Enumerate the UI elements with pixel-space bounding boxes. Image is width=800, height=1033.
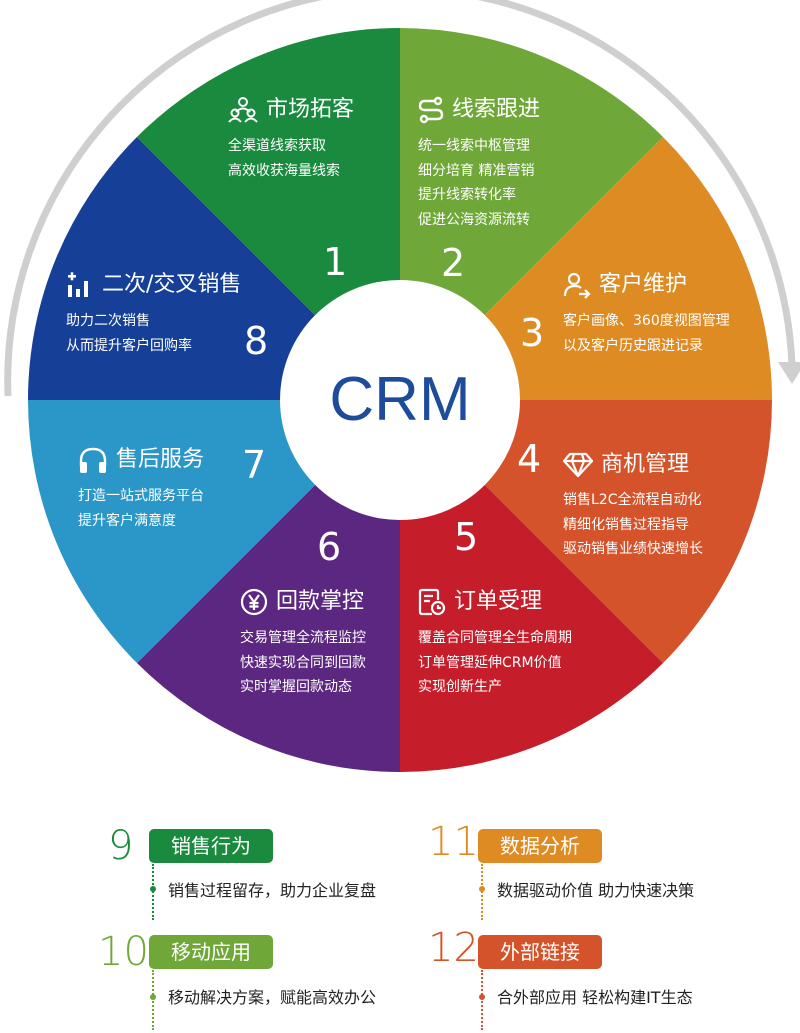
feature-11-bullet bbox=[479, 886, 485, 892]
segment-2-number: 2 bbox=[441, 241, 466, 285]
segment-4-title: 商机管理 bbox=[601, 452, 690, 477]
segment-1-number: 1 bbox=[323, 240, 348, 284]
segment-5-line: 覆盖合同管理全生命周期 bbox=[418, 630, 572, 646]
segment-8-line: 从而提升客户回购率 bbox=[66, 337, 192, 354]
segment-1-line: 高效收获海量线索 bbox=[228, 162, 340, 179]
feature-12-number: 12 bbox=[428, 925, 479, 971]
segment-8-line: 助力二次销售 bbox=[66, 313, 150, 329]
feature-11-number: 11 bbox=[428, 819, 479, 865]
segment-2-line: 提升线索转化率 bbox=[418, 187, 516, 203]
segment-5: 订单受理 覆盖合同管理全生命周期 订单管理延伸CRM价值 实现创新生产 bbox=[418, 588, 572, 700]
segment-3-number: 3 bbox=[520, 311, 545, 355]
feature-10-bullet bbox=[150, 994, 156, 1000]
feature-11-connector bbox=[481, 864, 483, 920]
segment-6-number: 6 bbox=[317, 525, 342, 569]
people-group-icon bbox=[228, 97, 258, 123]
segment-2-line: 统一线索中枢管理 bbox=[418, 138, 530, 154]
cycle-arrow bbox=[4, 0, 796, 397]
segment-4-line: 销售L2C全流程自动化 bbox=[563, 492, 702, 508]
feature-11-desc: 数据驱动价值 助力快速决策 bbox=[497, 881, 695, 900]
feature-10-desc: 移动解决方案，赋能高效办公 bbox=[168, 988, 377, 1007]
segment-7-line: 提升客户满意度 bbox=[78, 512, 176, 529]
bar-chart-plus-icon bbox=[68, 272, 88, 297]
feature-12-bullet bbox=[479, 994, 485, 1000]
headphones-icon bbox=[79, 447, 107, 473]
segment-5-line: 订单管理延伸CRM价值 bbox=[418, 654, 562, 671]
segment-7-line: 打造一站式服务平台 bbox=[78, 488, 204, 504]
feature-12-connector bbox=[481, 970, 483, 1030]
feature-9-desc: 销售过程留存，助力企业复盘 bbox=[168, 881, 377, 900]
segment-7-title: 售后服务 bbox=[116, 447, 205, 472]
feature-9-label: 销售行为 bbox=[149, 829, 273, 863]
segment-3-line: 客户画像、360度视图管理 bbox=[563, 313, 730, 329]
segment-1: 市场拓客 全渠道线索获取 高效收获海量线索 bbox=[228, 96, 354, 183]
segment-3: 客户维护 客户画像、360度视图管理 以及客户历史跟进记录 bbox=[563, 271, 730, 358]
feature-12-desc: 合外部应用 轻松构建IT生态 bbox=[497, 988, 693, 1007]
segment-1-title: 市场拓客 bbox=[266, 97, 355, 122]
segment-6-line: 交易管理全流程监控 bbox=[240, 630, 366, 646]
feature-9-bullet bbox=[150, 886, 156, 892]
segment-6-title: 回款掌控 bbox=[276, 589, 365, 614]
segment-1-line: 全渠道线索获取 bbox=[228, 138, 326, 154]
segment-2: 线索跟进 统一线索中枢管理 细分培育 精准营销 提升线索转化率 促进公海资源流转 bbox=[418, 96, 540, 232]
segment-3-line: 以及客户历史跟进记录 bbox=[563, 337, 703, 354]
diamond-icon bbox=[563, 452, 593, 478]
segment-2-line: 促进公海资源流转 bbox=[418, 211, 530, 228]
center-circle bbox=[280, 280, 520, 520]
segment-8: 二次/交叉销售 助力二次销售 从而提升客户回购率 bbox=[66, 271, 241, 358]
segment-6: 回款掌控 交易管理全流程监控 快速实现合同到回款 实时掌握回款动态 bbox=[240, 588, 366, 700]
segment-8-title: 二次/交叉销售 bbox=[102, 272, 242, 297]
segment-4-line: 精细化销售过程指导 bbox=[563, 516, 689, 533]
crm-wheel bbox=[4, 0, 800, 772]
feature-12-label: 外部链接 bbox=[478, 935, 602, 969]
segment-3-title: 客户维护 bbox=[599, 272, 688, 297]
segment-5-line: 实现创新生产 bbox=[418, 679, 502, 695]
segment-2-title: 线索跟进 bbox=[452, 97, 541, 122]
segment-7-number: 7 bbox=[242, 443, 267, 487]
segment-4-number: 4 bbox=[517, 437, 542, 481]
segment-6-line: 快速实现合同到回款 bbox=[240, 654, 366, 671]
segment-8-number: 8 bbox=[244, 319, 269, 363]
segment-6-line: 实时掌握回款动态 bbox=[240, 679, 352, 695]
center-label: CRM bbox=[329, 365, 471, 434]
feature-10-connector bbox=[152, 970, 154, 1030]
feature-10-label: 移动应用 bbox=[149, 935, 273, 969]
feature-9-number: 9 bbox=[108, 823, 134, 869]
segment-5-number: 5 bbox=[454, 515, 479, 559]
route-icon bbox=[418, 96, 444, 124]
feature-11-label: 数据分析 bbox=[478, 829, 602, 863]
segment-2-line: 细分培育 精准营销 bbox=[418, 162, 535, 179]
user-arrow-icon bbox=[563, 272, 591, 299]
feature-9-connector bbox=[152, 864, 154, 920]
segment-5-title: 订单受理 bbox=[454, 589, 543, 614]
segment-7: 售后服务 打造一站式服务平台 提升客户满意度 bbox=[78, 446, 204, 533]
cycle-arrow-head bbox=[778, 362, 800, 384]
order-clock-icon bbox=[418, 588, 446, 616]
segment-4: 商机管理 销售L2C全流程自动化 精细化销售过程指导 驱动销售业绩快速增长 bbox=[563, 452, 703, 562]
segment-4-line: 驱动销售业绩快速增长 bbox=[563, 541, 703, 557]
yen-coin-icon bbox=[240, 588, 268, 616]
feature-10-number: 10 bbox=[98, 929, 149, 975]
